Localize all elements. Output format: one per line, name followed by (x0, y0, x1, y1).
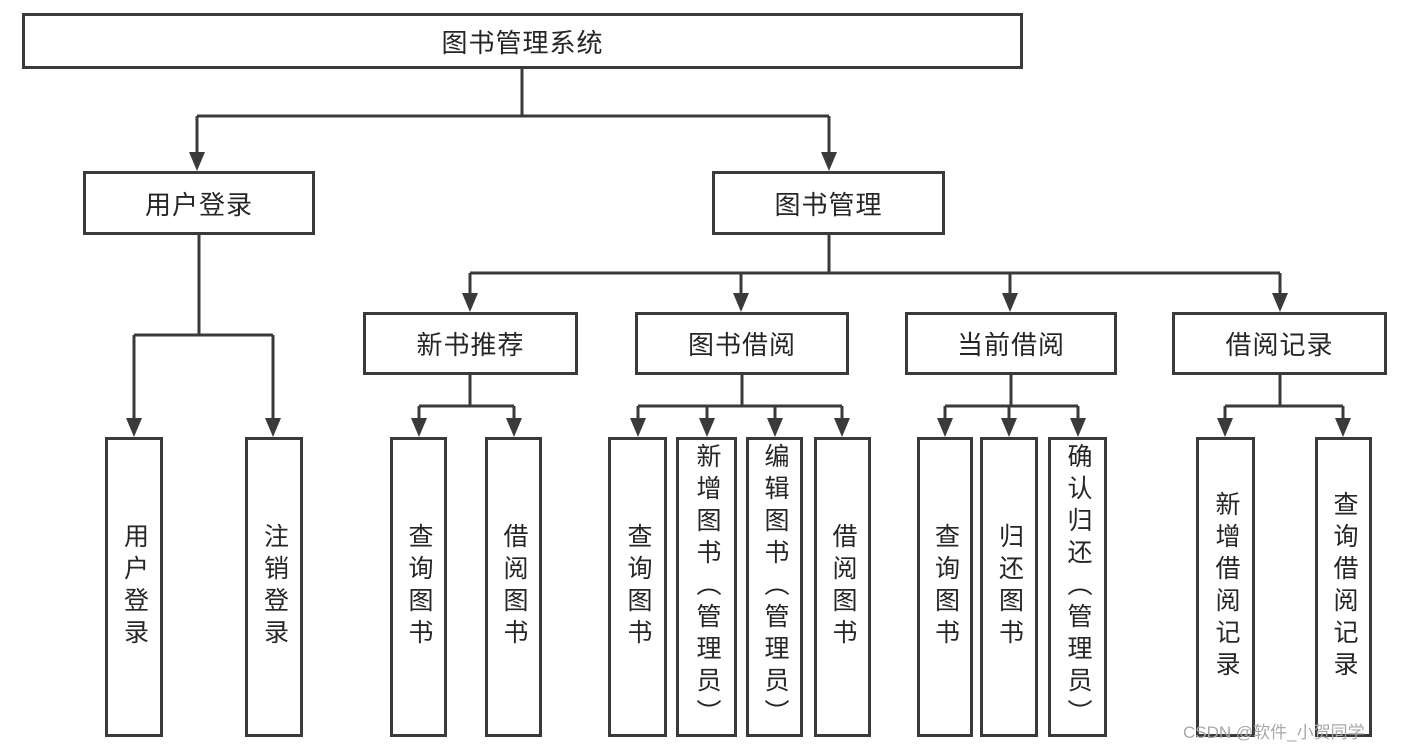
node-user-login: 用户登录 (83, 171, 315, 235)
node-label: 图书借阅 (687, 330, 796, 360)
node-borrowing-records: 借阅记录 (1172, 312, 1387, 375)
arrowheads (126, 152, 1351, 437)
leaf-add-borrow-record: 新增借阅记录 (1196, 437, 1255, 737)
leaf-borrow-books-recommend: 借阅图书 (485, 437, 542, 737)
leaf-borrow-books-borrowing: 借阅图书 (814, 437, 871, 737)
csdn-watermark: CSDN @软件_小贺同学 (1183, 723, 1365, 742)
node-new-book-recommendation: 新书推荐 (363, 312, 578, 375)
leaf-confirm-return-admin: 确认归还（管理员） (1048, 437, 1107, 737)
node-current-borrowing: 当前借阅 (905, 312, 1117, 375)
leaf-user-login: 用户登录 (105, 437, 163, 737)
leaf-query-books-recommend: 查询图书 (390, 437, 447, 737)
node-book-borrowing: 图书借阅 (635, 312, 849, 375)
node-label: 图书管理 (774, 189, 883, 220)
leaf-return-books: 归还图书 (980, 437, 1038, 737)
leaf-logout: 注销登录 (245, 437, 303, 737)
node-label: 图书管理系统 (441, 27, 604, 58)
leaf-edit-books-admin: 编辑图书（管理员） (746, 437, 803, 737)
leaf-add-books-admin: 新增图书（管理员） (676, 437, 737, 737)
node-label: 用户登录 (144, 189, 253, 220)
leaf-query-books-current: 查询图书 (917, 437, 973, 737)
node-book-management: 图书管理 (712, 171, 945, 235)
node-label: 借阅记录 (1225, 330, 1334, 360)
leaf-query-borrow-record: 查询借阅记录 (1315, 437, 1372, 737)
node-label: 新书推荐 (416, 330, 525, 360)
node-root-library-system: 图书管理系统 (22, 13, 1023, 69)
node-label: 当前借阅 (956, 330, 1065, 360)
leaf-query-books-borrowing: 查询图书 (608, 437, 667, 737)
